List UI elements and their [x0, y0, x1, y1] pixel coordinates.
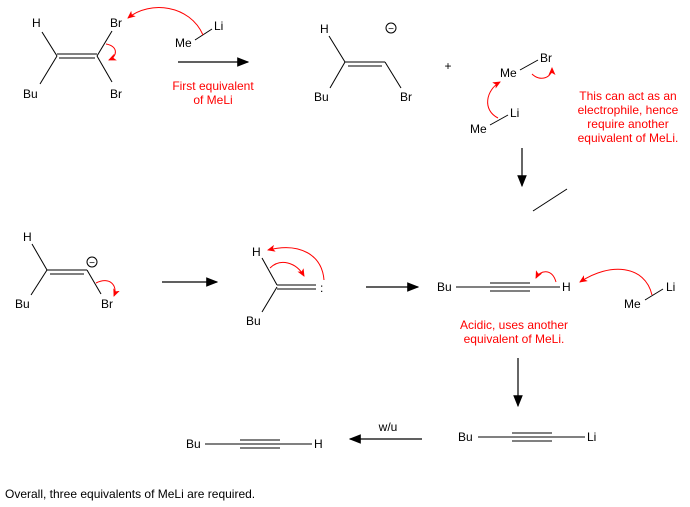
charge: −: [89, 258, 95, 269]
charge: −: [388, 24, 394, 35]
note-line: electrophile, hence: [578, 103, 679, 117]
lone-pair: :: [320, 281, 323, 295]
mebr: Me Br: [500, 51, 552, 80]
curly-arrow: [535, 270, 557, 283]
atom-br: Br: [110, 87, 122, 101]
atom-br: Br: [540, 51, 552, 65]
lithium-acetylide: Bu Li: [458, 430, 596, 444]
atom-h: H: [23, 230, 32, 244]
curly-arrow: [105, 43, 117, 61]
note-line: equivalent of MeLi.: [464, 332, 565, 346]
note-line: Acidic, uses another: [460, 318, 568, 332]
atom-h: H: [32, 16, 41, 30]
note-line: require another: [587, 117, 668, 131]
negative-charge-icon: [86, 256, 98, 268]
bond-line: [532, 188, 568, 212]
curly-arrow: [267, 244, 325, 281]
atom-li: Li: [587, 430, 596, 444]
atom-bu: Bu: [437, 280, 452, 294]
meli-reagent-2: Me Li: [470, 106, 519, 136]
curly-arrow: [579, 268, 653, 296]
atom-li: Li: [510, 106, 519, 120]
note-line: equivalent of MeLi.: [578, 131, 679, 145]
curly-arrow: [269, 261, 305, 277]
atom-bu: Bu: [186, 437, 201, 451]
terminal-alkyne: Bu H: [437, 280, 571, 294]
atom-br: Br: [400, 90, 412, 104]
atom-h: H: [252, 245, 261, 259]
atom-me: Me: [175, 36, 192, 50]
electrophile-note: This can act as an electrophile, hence r…: [578, 89, 679, 145]
curly-arrow: [95, 280, 120, 297]
atom-bu: Bu: [246, 314, 261, 328]
atom-h: H: [314, 437, 323, 451]
meli-reagent-1: Me Li: [175, 19, 223, 50]
atom-br: Br: [110, 16, 122, 30]
atom-br: Br: [101, 297, 113, 311]
atom-bu: Bu: [23, 87, 38, 101]
atom-li: Li: [666, 280, 675, 294]
plus-sign: +: [444, 59, 451, 73]
atom-li: Li: [214, 19, 223, 33]
negative-charge-icon: [385, 22, 397, 34]
vinylidene-carbene: H : Bu: [246, 245, 323, 328]
atom-me: Me: [470, 122, 487, 136]
step-label: of MeLi: [193, 93, 232, 107]
product-alkyne: Bu H: [186, 437, 323, 451]
vinyl-anion: H − Br Bu: [314, 22, 412, 104]
atom-h: H: [320, 22, 329, 36]
step-label: First equivalent: [172, 79, 254, 93]
atom-h: H: [562, 280, 571, 294]
curly-arrow: [531, 67, 556, 79]
conclusion-text: Overall, three equivalents of MeLi are r…: [5, 487, 256, 501]
vinyl-anion-2: H − Br Bu: [15, 230, 113, 311]
meli-reagent-3: Me Li: [624, 280, 675, 311]
curly-arrow: [127, 7, 204, 36]
atom-me: Me: [624, 297, 641, 311]
workup-label: w/u: [378, 420, 398, 434]
note-line: This can act as an: [579, 89, 676, 103]
atom-bu: Bu: [15, 297, 30, 311]
atom-bu: Bu: [314, 90, 329, 104]
dibromoalkene: H Br Br Bu: [23, 16, 122, 101]
curly-arrow: [487, 81, 501, 119]
atom-bu: Bu: [458, 430, 473, 444]
atom-me: Me: [500, 66, 517, 80]
